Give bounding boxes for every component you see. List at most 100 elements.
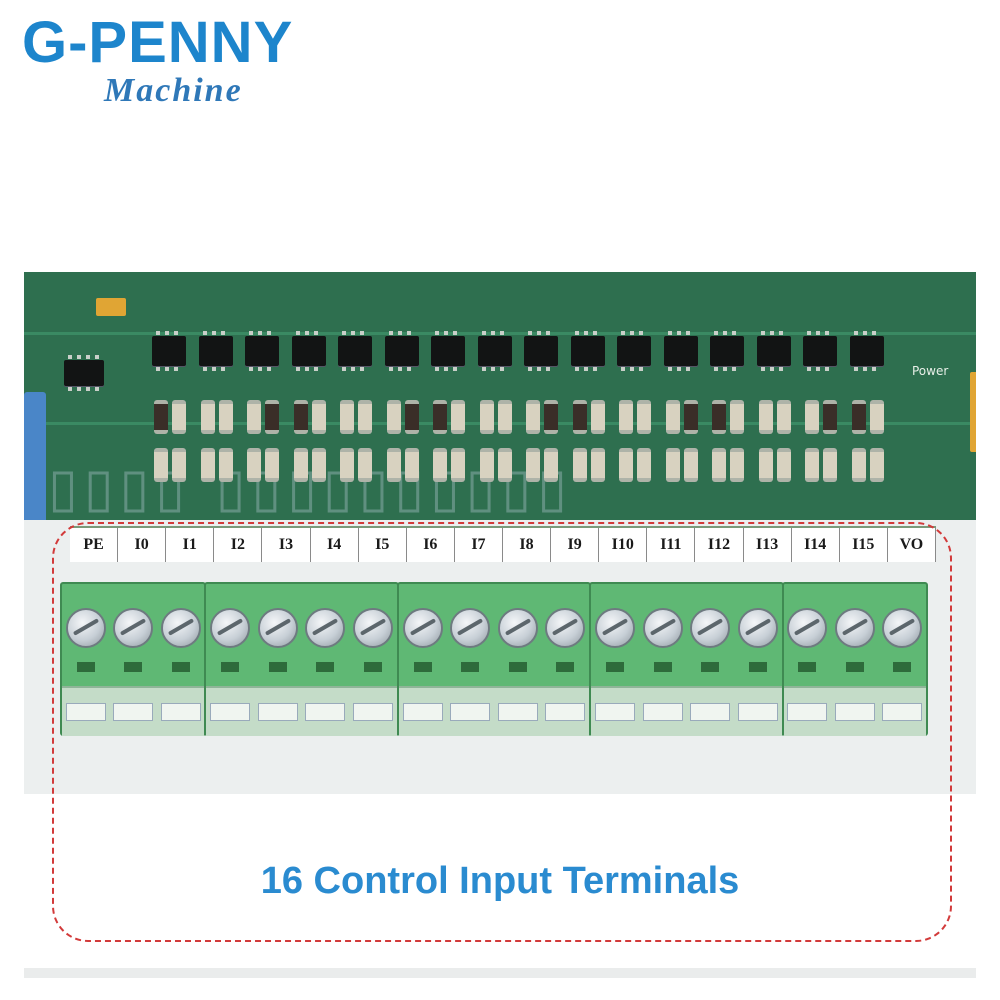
resistor bbox=[311, 448, 326, 482]
resistor bbox=[730, 400, 744, 434]
resistor bbox=[479, 400, 494, 434]
optocoupler-chip bbox=[617, 331, 651, 371]
terminal-bottom-tag bbox=[402, 703, 443, 721]
terminal-label-i12: I12 bbox=[695, 528, 744, 562]
blue-component-left bbox=[24, 392, 46, 520]
resistor bbox=[619, 448, 633, 482]
terminal-bottom-tag bbox=[160, 703, 201, 721]
terminal-screw bbox=[497, 608, 538, 648]
wire-slot bbox=[845, 662, 864, 672]
terminal-block bbox=[589, 582, 784, 736]
terminal-label-i0: I0 bbox=[118, 528, 167, 562]
terminal-screw bbox=[642, 608, 683, 648]
resistor bbox=[869, 448, 884, 482]
terminal-block bbox=[396, 582, 592, 736]
terminal-label-i9: I9 bbox=[551, 528, 600, 562]
terminal-bottom-tag bbox=[737, 703, 778, 721]
terminal-screw bbox=[595, 608, 636, 648]
optocoupler-chip bbox=[431, 331, 465, 371]
terminal-screw bbox=[352, 608, 393, 648]
optocoupler-chip bbox=[663, 331, 698, 371]
circuit-board: Power ▯▯▯▯ ▯▯▯▯▯▯▯▯▯▯ bbox=[24, 272, 976, 520]
resistor bbox=[265, 400, 279, 434]
resistor bbox=[172, 400, 186, 434]
resistor bbox=[544, 448, 558, 482]
capacitor bbox=[96, 298, 126, 316]
resistor bbox=[497, 448, 512, 482]
terminal-screw bbox=[882, 608, 923, 648]
resistor bbox=[572, 400, 587, 434]
resistor bbox=[712, 448, 726, 482]
resistor bbox=[869, 400, 884, 434]
wire-slot bbox=[798, 662, 817, 672]
footer-bar bbox=[24, 968, 976, 978]
terminal-block bbox=[781, 582, 928, 736]
terminal-screw bbox=[160, 608, 201, 648]
terminal-screw bbox=[787, 608, 828, 648]
logo-tagline-text: Machine bbox=[104, 72, 243, 109]
resistor bbox=[544, 400, 558, 434]
terminal-block bbox=[204, 582, 399, 736]
terminal-bottom-tag bbox=[257, 703, 298, 721]
wire-slot bbox=[461, 662, 480, 672]
terminal-bottom-tag bbox=[595, 703, 636, 721]
resistor bbox=[154, 400, 168, 434]
resistor bbox=[590, 448, 605, 482]
resistor bbox=[218, 448, 233, 482]
terminal-label-i5: I5 bbox=[359, 528, 407, 562]
resistor bbox=[247, 448, 261, 482]
resistor bbox=[823, 448, 837, 482]
wire-slot bbox=[124, 662, 143, 672]
terminal-bottom-tag bbox=[882, 703, 923, 721]
resistor bbox=[433, 400, 447, 434]
terminal-screw bbox=[210, 608, 251, 648]
wire-slot bbox=[316, 662, 335, 672]
resistor bbox=[218, 400, 233, 434]
wire-slot bbox=[171, 662, 190, 672]
resistor bbox=[200, 400, 215, 434]
terminal-label-i8: I8 bbox=[503, 528, 552, 562]
optocoupler-chip bbox=[338, 331, 372, 371]
terminal-bottom-tag bbox=[834, 703, 875, 721]
terminal-screw bbox=[65, 608, 106, 648]
wire-slot bbox=[413, 662, 432, 672]
caption-text: 16 Control Input Terminals bbox=[260, 860, 740, 902]
resistor bbox=[590, 400, 605, 434]
wire-slot bbox=[606, 662, 625, 672]
terminal-screw bbox=[113, 608, 154, 648]
resistor bbox=[619, 400, 633, 434]
terminal-screw bbox=[545, 608, 586, 648]
terminal-screw bbox=[257, 608, 298, 648]
wire-slot bbox=[701, 662, 720, 672]
terminal-label-i2: I2 bbox=[214, 528, 263, 562]
resistor bbox=[851, 448, 866, 482]
terminal-label-i14: I14 bbox=[792, 528, 840, 562]
terminal-bottom-tag bbox=[642, 703, 683, 721]
resistor bbox=[526, 400, 540, 434]
terminal-bottom-tag bbox=[497, 703, 538, 721]
resistor bbox=[247, 400, 261, 434]
optocoupler-chip bbox=[524, 331, 558, 371]
optocoupler-chip bbox=[849, 331, 884, 371]
resistor bbox=[776, 400, 791, 434]
resistor bbox=[712, 400, 726, 434]
resistor bbox=[200, 448, 215, 482]
resistor bbox=[497, 400, 512, 434]
terminal-screw bbox=[402, 608, 443, 648]
terminal-screw bbox=[690, 608, 731, 648]
resistor bbox=[730, 448, 744, 482]
resistor bbox=[340, 400, 354, 434]
resistor bbox=[358, 400, 372, 434]
resistor bbox=[637, 400, 651, 434]
resistor bbox=[637, 448, 651, 482]
resistor bbox=[665, 400, 680, 434]
resistor bbox=[805, 448, 819, 482]
optocoupler-chip bbox=[198, 331, 233, 371]
regulator-chip bbox=[64, 355, 104, 391]
resistor bbox=[154, 448, 168, 482]
resistor bbox=[451, 448, 465, 482]
resistor bbox=[404, 400, 419, 434]
terminal-block bbox=[60, 582, 207, 736]
optocoupler-chip bbox=[570, 331, 605, 371]
terminal-label-pe: PE bbox=[70, 528, 119, 562]
